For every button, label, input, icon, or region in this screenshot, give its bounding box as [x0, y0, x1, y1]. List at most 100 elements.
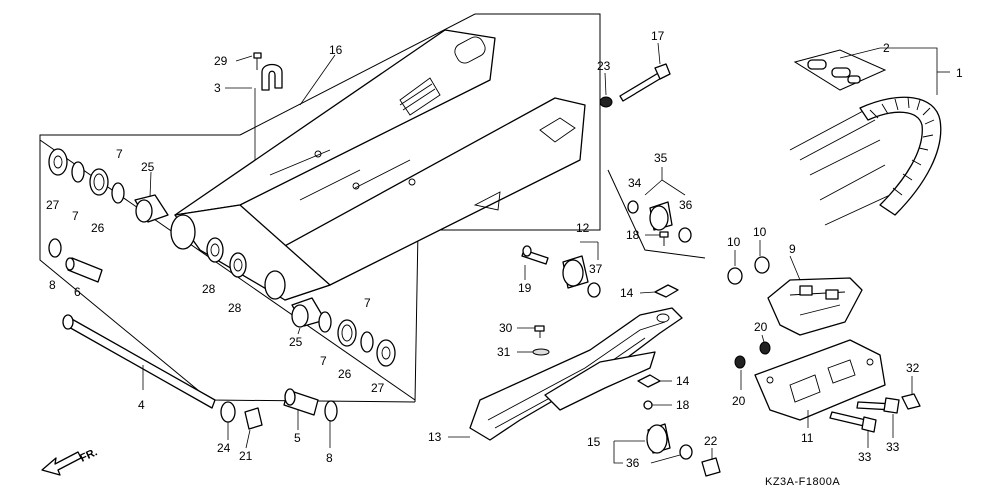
bolt-33b — [856, 397, 900, 414]
washer-24 — [220, 401, 236, 423]
washer-8a — [48, 238, 62, 258]
swingarm-group-frame — [39, 13, 601, 403]
callout-35: 35 — [654, 151, 668, 165]
callout-4: 4 — [138, 398, 145, 412]
callout-36a: 36 — [679, 198, 693, 212]
collar-6 — [65, 257, 103, 283]
roller-15 — [646, 423, 671, 454]
bolt-29 — [253, 52, 262, 70]
callout-labels: 1 2 3 4 5 6 8 7 7 7 7 8 9 10 10 11 12 13… — [46, 29, 963, 470]
callout-26a: 26 — [91, 221, 105, 235]
hose-clamp-3 — [261, 63, 283, 91]
callout-7b: 7 — [72, 209, 79, 223]
callout-25a: 25 — [141, 160, 155, 174]
callout-37: 37 — [589, 262, 603, 276]
callout-16: 16 — [329, 43, 343, 57]
callout-34: 34 — [628, 176, 642, 190]
collar-34 — [627, 200, 639, 214]
callout-21: 21 — [239, 449, 253, 463]
callout-12: 12 — [576, 221, 590, 235]
callout-7a: 7 — [116, 147, 123, 161]
callout-24: 24 — [217, 441, 231, 455]
bearing-28b — [229, 252, 247, 278]
callout-10a: 10 — [727, 235, 741, 249]
callout-14a: 14 — [620, 286, 634, 300]
collar-36a — [678, 227, 692, 243]
bushing-25a — [134, 194, 169, 223]
bearing-26b — [337, 319, 357, 347]
callout-15: 15 — [587, 435, 601, 449]
roller-12 — [562, 255, 589, 289]
callout-33b: 33 — [886, 440, 900, 454]
callout-13: 13 — [428, 430, 442, 444]
callout-26b: 26 — [338, 367, 352, 381]
bolt-33a — [829, 411, 877, 433]
callout-31: 31 — [497, 345, 511, 359]
collar-36b — [679, 444, 693, 460]
chain-guide-11 — [754, 339, 886, 421]
pivot-seal-27a — [48, 148, 68, 176]
drive-chain — [789, 96, 942, 226]
roller-35 — [649, 201, 673, 231]
callout-18a: 18 — [626, 228, 640, 242]
screw-18b — [643, 400, 653, 410]
callout-32: 32 — [906, 361, 920, 375]
callout-28a: 28 — [202, 282, 216, 296]
callout-10b: 10 — [753, 225, 767, 239]
callout-6: 6 — [74, 285, 81, 299]
callout-8a: 8 — [49, 278, 56, 292]
collar-7c — [318, 311, 332, 333]
chain-slider — [469, 307, 683, 441]
callout-5: 5 — [294, 431, 301, 445]
callout-22: 22 — [704, 434, 718, 448]
swingarm — [170, 29, 586, 301]
collar-37 — [587, 282, 601, 298]
pivot-bolt — [62, 314, 216, 409]
callout-36b: 36 — [626, 456, 640, 470]
nut-21 — [244, 407, 263, 430]
callout-33a: 33 — [858, 450, 872, 464]
bolt-19 — [521, 245, 549, 265]
callout-28b: 28 — [228, 301, 242, 315]
bolt-32 — [901, 393, 921, 410]
washer-31 — [532, 348, 550, 356]
nut-22 — [701, 457, 721, 477]
bearing-26a — [89, 168, 109, 196]
front-direction-label: FR. — [78, 446, 99, 464]
callout-25b: 25 — [289, 335, 303, 349]
callout-20b: 20 — [732, 394, 746, 408]
collar-7b — [111, 182, 125, 204]
callout-18b: 18 — [676, 398, 690, 412]
callout-27b: 27 — [371, 381, 385, 395]
callout-1: 1 — [956, 66, 963, 80]
washer-8b — [324, 400, 338, 422]
diagram-code: KZ3A-F1800A — [765, 476, 840, 488]
callout-3: 3 — [214, 81, 221, 95]
callout-27a: 27 — [46, 198, 60, 212]
bushing-25b — [291, 297, 326, 328]
callout-20a: 20 — [754, 320, 768, 334]
nut-14b — [637, 374, 661, 388]
callout-29: 29 — [214, 54, 228, 68]
callout-7d: 7 — [320, 354, 327, 368]
collar-10a — [727, 267, 743, 285]
nut-14a — [654, 284, 679, 298]
callout-8b: 8 — [326, 451, 333, 465]
callout-9: 9 — [789, 242, 796, 256]
callout-23: 23 — [597, 59, 611, 73]
callout-17: 17 — [651, 29, 665, 43]
collar-7a — [71, 161, 85, 183]
pivot-seal-27b — [376, 339, 396, 367]
guide-slider-9 — [767, 277, 863, 336]
callout-7c: 7 — [364, 296, 371, 310]
bolt-17 — [619, 63, 671, 102]
collar-7d — [360, 331, 374, 353]
screw-18a — [659, 231, 669, 246]
collar-10b — [754, 256, 770, 274]
callout-30: 30 — [499, 321, 513, 335]
master-link — [793, 49, 887, 91]
bearing-28a — [206, 237, 224, 263]
leader-lines — [142, 42, 950, 464]
washer-23 — [599, 96, 613, 108]
